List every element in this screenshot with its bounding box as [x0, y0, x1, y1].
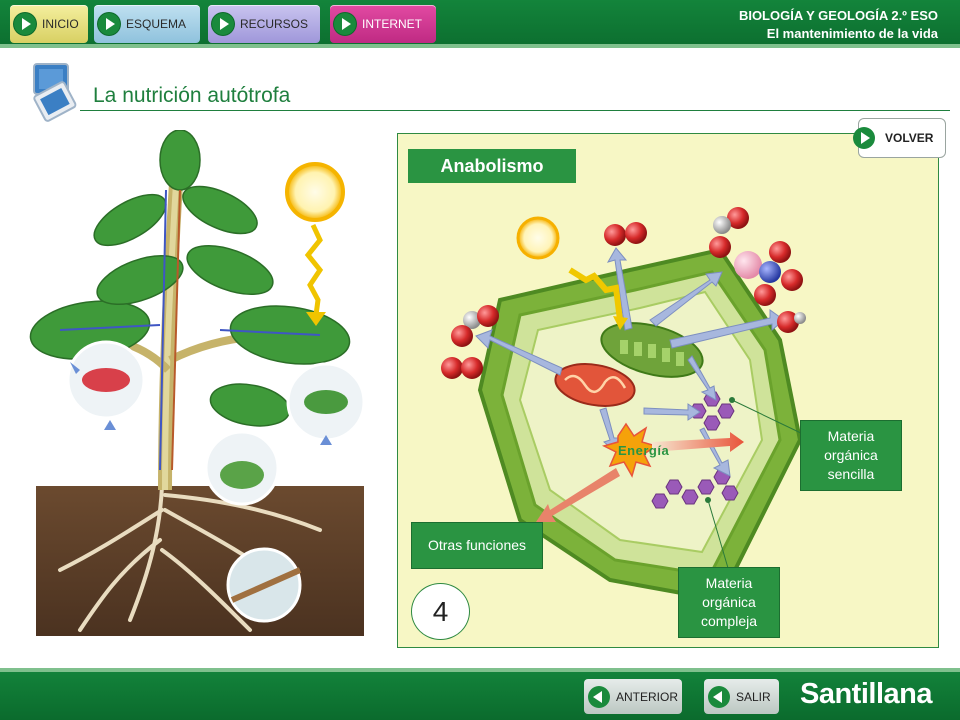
exit-button-label: SALIR: [736, 689, 771, 704]
plant-illustration: [29, 130, 366, 636]
complex-matter-line-2: orgánica: [702, 594, 756, 610]
nav-recursos-button[interactable]: RECURSOS: [208, 5, 320, 43]
nav-inicio-label: INICIO: [42, 17, 79, 31]
complex-organic-matter-label: Materia orgánica compleja: [678, 567, 780, 638]
nav-esquema-label: ESQUEMA: [126, 17, 187, 31]
course-subtitle: El mantenimiento de la vida: [766, 26, 938, 41]
play-arrow-icon: [853, 127, 875, 149]
energy-label: Energía: [618, 443, 670, 458]
nav-internet-button[interactable]: INTERNET: [330, 5, 436, 43]
complex-matter-line-3: compleja: [700, 613, 758, 629]
brand-logo: Santillana: [800, 678, 933, 710]
bottom-bar: [0, 668, 960, 720]
play-arrow-icon: [212, 13, 234, 35]
exit-button[interactable]: SALIR: [704, 679, 779, 714]
back-arrow-icon: [588, 685, 610, 708]
course-title: BIOLOGÍA Y GEOLOGÍA 2.º ESO: [738, 8, 938, 23]
plant-cell-diagram: [441, 207, 806, 603]
nav-inicio-button[interactable]: INICIO: [10, 5, 88, 43]
back-arrow-icon: [708, 685, 730, 708]
nav-recursos-label: RECURSOS: [240, 17, 309, 31]
step-number: 4: [411, 583, 470, 640]
complex-matter-line-1: Materia: [705, 575, 753, 591]
simple-matter-line-2: orgánica: [824, 447, 878, 463]
slides-icon: [33, 63, 77, 122]
simple-organic-matter-label: Materia orgánica sencilla: [800, 420, 902, 491]
nav-esquema-button[interactable]: ESQUEMA: [94, 5, 200, 43]
bottom-bar-stripe: [0, 668, 960, 672]
play-arrow-icon: [98, 13, 120, 35]
top-bar-stripe: [0, 44, 960, 48]
other-functions-label: Otras funciones: [411, 522, 543, 569]
previous-button-label: ANTERIOR: [616, 689, 679, 704]
panel-heading: Anabolismo: [408, 149, 576, 183]
back-button-label: VOLVER: [885, 131, 934, 145]
back-button[interactable]: VOLVER: [853, 118, 946, 158]
simple-matter-line-3: sencilla: [827, 466, 875, 482]
nav-internet-label: INTERNET: [362, 17, 422, 31]
page-title: La nutrición autótrofa: [93, 84, 291, 107]
previous-button[interactable]: ANTERIOR: [584, 679, 682, 714]
play-arrow-icon: [14, 13, 36, 35]
simple-matter-line-1: Materia: [827, 428, 875, 444]
play-arrow-icon: [334, 13, 356, 35]
title-divider: [80, 110, 950, 111]
